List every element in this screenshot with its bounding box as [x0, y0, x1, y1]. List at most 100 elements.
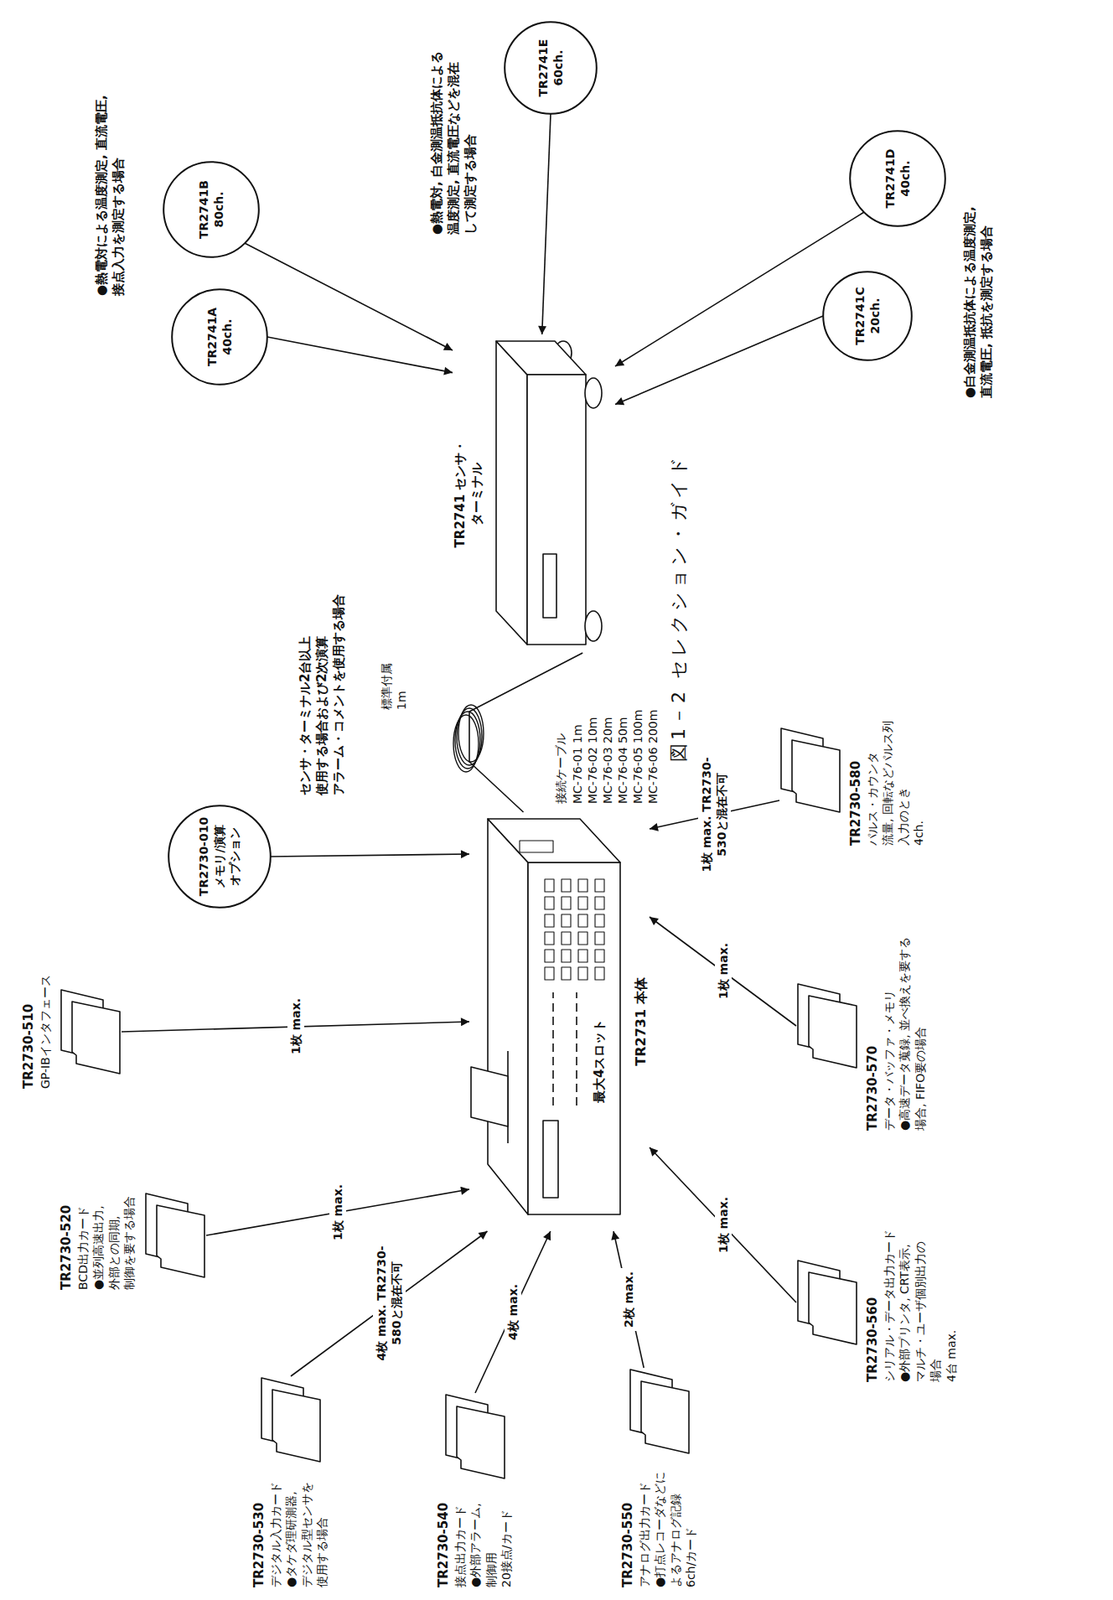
card-name: GP-IBインタフェース: [37, 974, 53, 1089]
application-note: ●白金測温抵抗体による温度測定, 直流電圧, 抵抗を測定する場合: [962, 180, 996, 399]
model-number: TR2730-510: [20, 974, 38, 1089]
channel-count: 40ch.: [219, 318, 235, 355]
connector-arrow: [542, 113, 551, 335]
cable-model: MC-76-02 10m: [584, 717, 601, 805]
connector-arrow: [613, 1231, 644, 1368]
key-button: [595, 914, 605, 927]
card-sheet: [456, 1406, 505, 1479]
card-label: TR2730-530デジタル入力カード●タケダ理研測器, デジタル型センサを 使…: [251, 1470, 331, 1588]
coil-loop: [458, 704, 484, 762]
key-button: [561, 931, 571, 945]
connector-arrow: [615, 315, 824, 405]
option-note: センサ・ターミナル2台以上 使用する場合および2次演算 アラーム・コメントを使用…: [297, 585, 347, 796]
connector-arrow: [615, 212, 865, 367]
card-name: データ・バッファ・メモリ: [881, 921, 897, 1131]
option-circle: TR2741B80ch.: [162, 160, 260, 259]
terminal-foot: [584, 610, 602, 642]
card-sheet: [72, 1001, 120, 1074]
connector-arrow: [649, 916, 797, 1026]
option-circle: TR2741E60ch.: [503, 20, 598, 115]
display-line: [575, 992, 578, 1106]
key-button: [561, 967, 571, 980]
key-button: [544, 967, 554, 980]
card-icon: [259, 1376, 322, 1464]
key-button: [544, 931, 554, 945]
cable-model: MC-76-01 1m: [569, 724, 585, 804]
model-number: TR2730-520: [58, 1180, 76, 1290]
connector-arrow: [270, 854, 470, 857]
card-sheet: [792, 740, 840, 813]
figure-title: 図1－2 セレクション・ガイド: [666, 453, 691, 762]
circle-outline: [170, 288, 269, 386]
key-button: [578, 896, 588, 910]
option-card: TR2730-560シリアル・データ出力カード●外部プリンタ, CRT表示, マ…: [796, 1222, 959, 1383]
key-button: [595, 896, 605, 910]
display-line: [552, 992, 554, 1106]
card-label: TR2730-510GP-IBインタフェース: [20, 974, 53, 1089]
quantity-limit: 1枚 max. TR2730-530と混在不可: [698, 744, 731, 886]
card-note: ●タケダ理研測器, デジタル型センサを 使用する場合: [283, 1470, 330, 1588]
terminal-top-face: [496, 341, 528, 645]
card-sheet: [641, 1381, 689, 1454]
quantity-limit: 1枚 max.: [287, 994, 305, 1058]
cable-model: MC-76-03 20m: [600, 717, 616, 805]
card-label: TR2730-580パルス・カウンタ流量, 回転などパルス列 入力のとき4ch.: [848, 694, 927, 846]
key-button: [578, 931, 588, 945]
body-top-face: [487, 818, 529, 1215]
key-button: [544, 949, 554, 963]
circle-shape: [504, 21, 597, 114]
card-label: TR2730-540接点出力カード●外部アラーム, 制御用20接点/カード: [435, 1486, 515, 1588]
body-front-face: [528, 862, 621, 1215]
card-name: シリアル・データ出力カード: [881, 1222, 897, 1383]
option-card: TR2730-550アナログ出力カード●打点レコーダなどに よるアナログ記録6c…: [620, 1367, 699, 1588]
circle-shape: [168, 805, 271, 908]
model-number: TR2741E: [535, 39, 551, 98]
quantity-limit: 1枚 max.: [714, 1193, 732, 1257]
terminal-foot: [584, 377, 602, 409]
key-button: [595, 931, 605, 945]
model-number: TR2741D: [882, 149, 898, 209]
card-label: TR2730-520BCD出力カード●並列高速出力, 外部との同期, 制御を要す…: [58, 1180, 138, 1290]
cable-coil: [453, 704, 484, 772]
terminal-front-face: [527, 374, 586, 645]
circle-shape: [163, 161, 259, 258]
circle-shape: [823, 271, 912, 361]
card-icon: [796, 1258, 859, 1346]
unit-name: TR2731 本体: [631, 812, 650, 1232]
quantity-limit: 1枚 max.: [329, 1180, 347, 1244]
connector-arrow: [649, 1147, 797, 1303]
connector-arrow: [475, 1231, 551, 1393]
key-button: [544, 896, 554, 910]
card-label: TR2730-570データ・バッファ・メモリ●高速データ蒐録, 並べ換えを要する…: [864, 921, 928, 1131]
connecting-cable: [469, 652, 583, 813]
key-button: [561, 949, 571, 963]
terminal-window: [543, 553, 557, 618]
card-note: ●高速データ蒐録, 並べ換えを要する 場合, FIFO要の場合: [896, 921, 928, 1131]
card-note: 20接点/カード: [498, 1486, 514, 1588]
model-number: TR2730-550: [620, 1461, 637, 1588]
connector-group: [121, 113, 865, 1393]
key-button: [578, 949, 588, 963]
paper-strip: [471, 1066, 508, 1127]
card-name: アナログ出力カード: [636, 1461, 653, 1588]
quantity-limit: 4枚 max.: [504, 1280, 522, 1344]
model-number: TR2741C: [852, 286, 868, 346]
circle-outline: [162, 160, 260, 259]
model-number: TR2730-560: [864, 1222, 882, 1383]
model-number: TR2741B: [196, 180, 212, 239]
card-note: ●外部プリンタ, CRT表示, マルチ・ユーザ個別出力の 場合: [896, 1222, 943, 1383]
option-card: TR2730-570データ・バッファ・メモリ●高速データ蒐録, 並べ換えを要する…: [796, 921, 928, 1131]
card-name: デジタル入力カード: [268, 1470, 284, 1588]
channel-count: 20ch.: [867, 297, 883, 334]
connector-arrow: [290, 1231, 488, 1377]
card-name: BCD出力カード: [75, 1180, 91, 1290]
key-button: [595, 879, 605, 892]
model-number: TR2730-570: [864, 921, 882, 1131]
cable-heading: 接続ケーブル: [553, 733, 569, 804]
circle-outline: [848, 129, 947, 228]
key-button: [578, 879, 588, 892]
key-button: [578, 914, 588, 927]
option-circle: TR2741C20ch.: [822, 270, 913, 362]
channel-count: 60ch.: [550, 49, 566, 86]
